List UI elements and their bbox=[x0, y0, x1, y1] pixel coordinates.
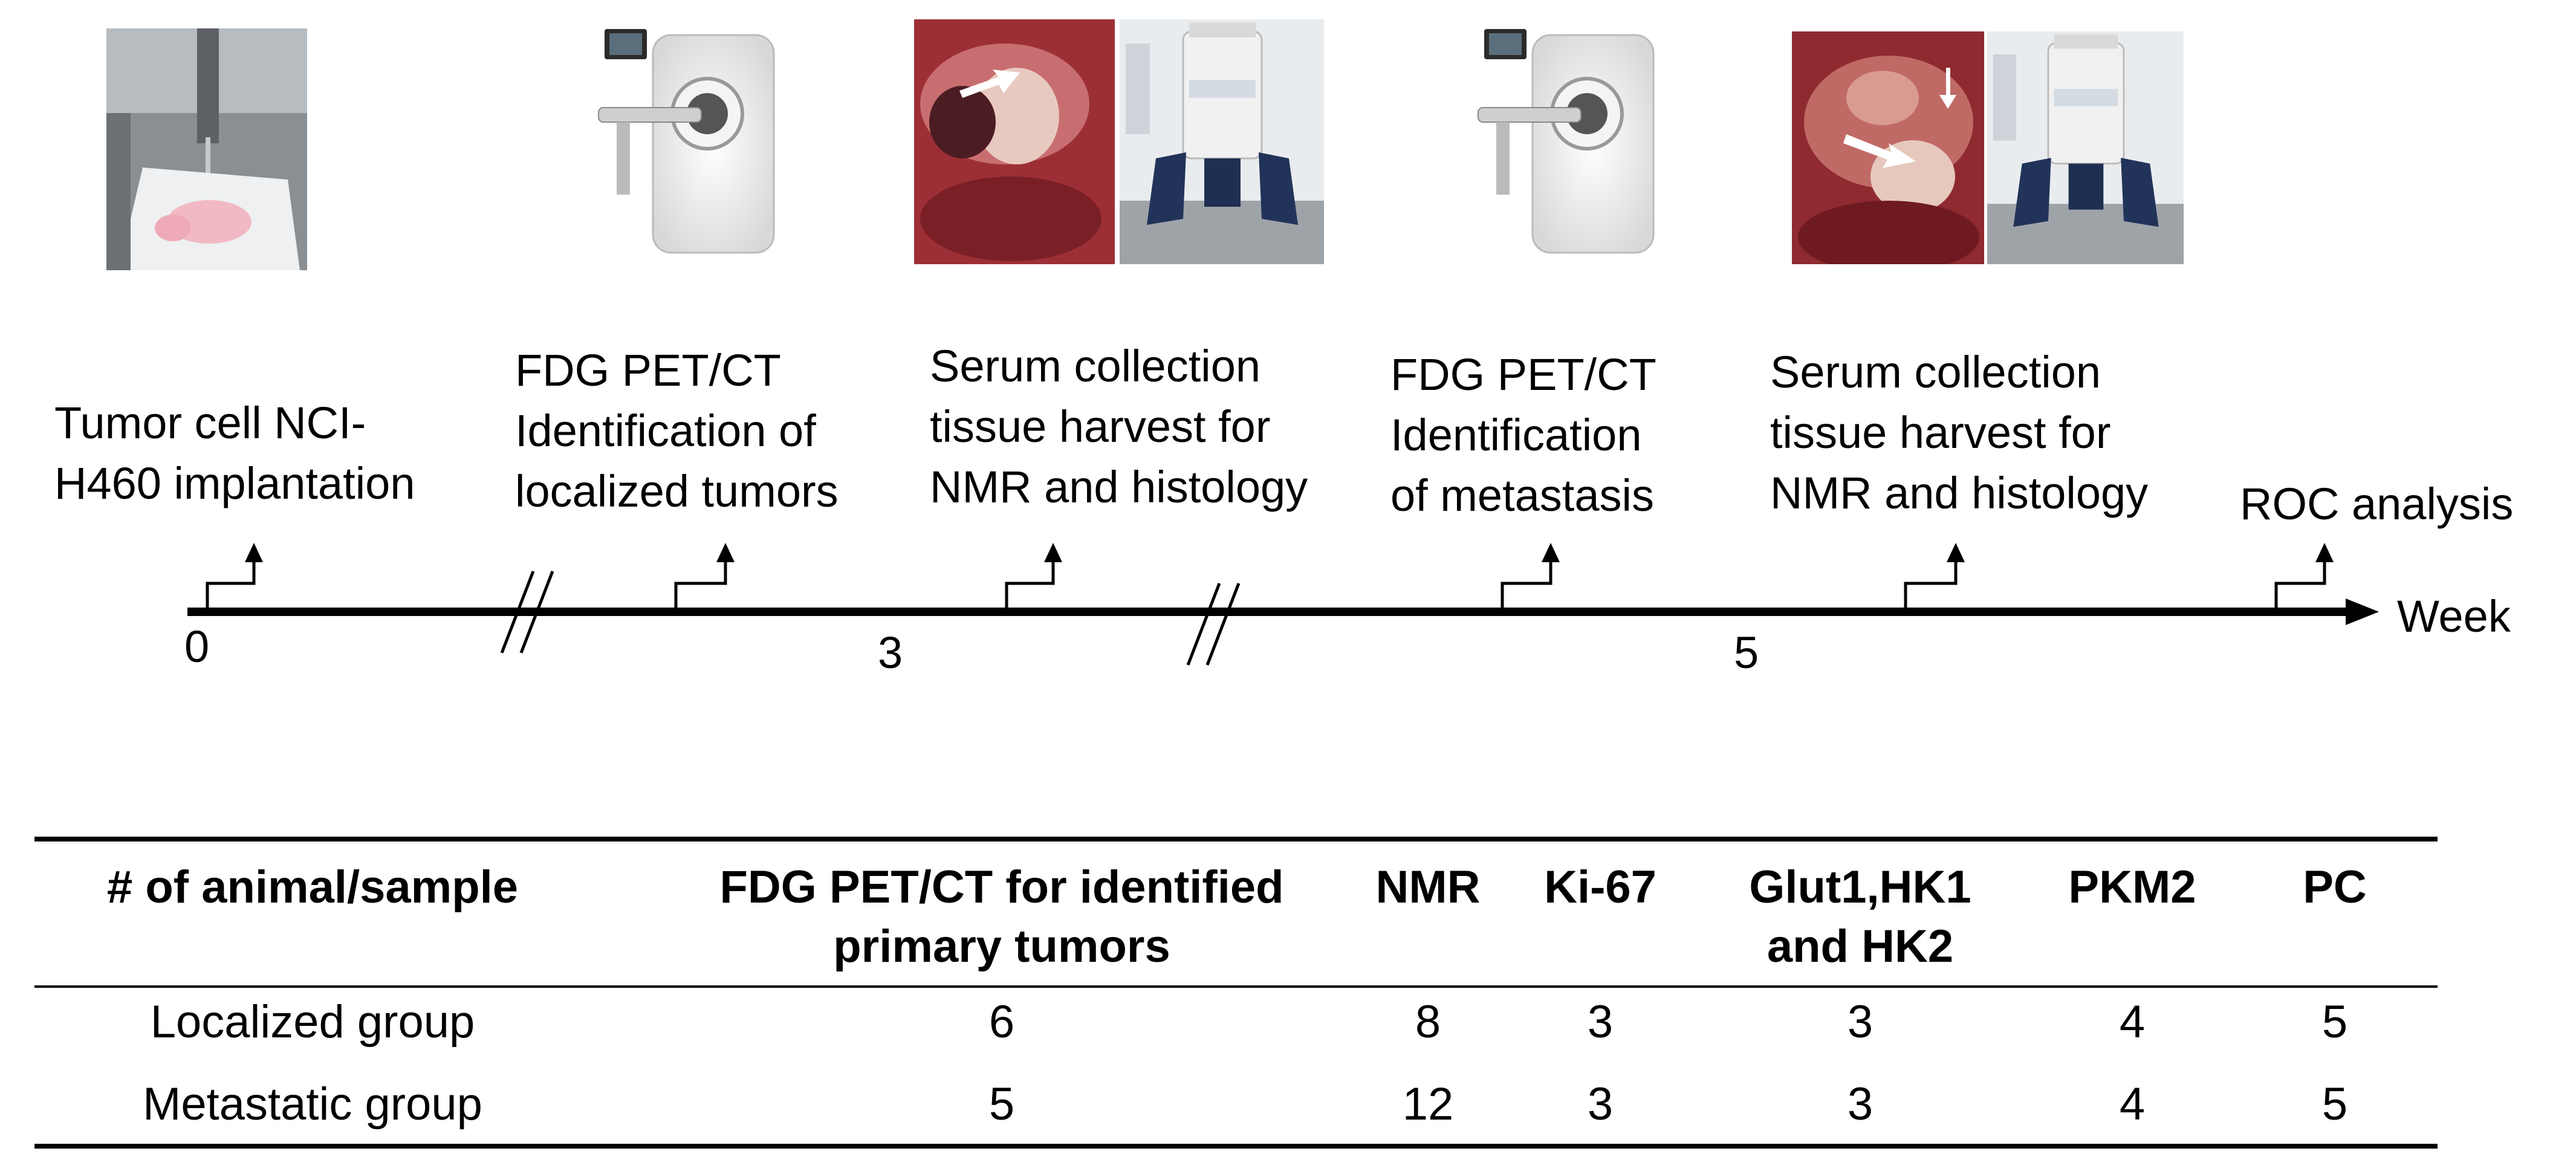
step-marker-harvest-2 bbox=[1904, 559, 1958, 608]
step-label-pet-metastasis: FDG PET/CT Identification of metastasis bbox=[1390, 349, 1656, 521]
table-cell: 5 bbox=[988, 1078, 1015, 1130]
lung-tumor-tissue-photo bbox=[914, 19, 1115, 264]
step-marker-harvest-1 bbox=[1005, 559, 1055, 608]
step-label-pet-localized: FDG PET/CT Identification of localized t… bbox=[515, 345, 839, 516]
tick-label-0: 0 bbox=[184, 621, 210, 672]
step-label-harvest-1: Serum collection tissue harvest for NMR … bbox=[930, 341, 1308, 512]
header-pc: PC bbox=[2303, 861, 2367, 913]
table-cell: 3 bbox=[1847, 996, 1874, 1048]
table-cell: 3 bbox=[1587, 1078, 1614, 1130]
nmr-spectrometer-photo bbox=[1987, 31, 2184, 264]
step-marker-pet-localized bbox=[674, 559, 727, 608]
table-cell: 12 bbox=[1402, 1078, 1454, 1130]
sample-count-table: # of animal/sample FDG PET/CT for identi… bbox=[34, 837, 2438, 1151]
table-row-metastatic-label: Metastatic group bbox=[143, 1078, 482, 1130]
header-nmr: NMR bbox=[1375, 861, 1481, 913]
header-fdg-pet-ct: FDG PET/CT for identified primary tumors bbox=[719, 861, 1284, 972]
step-marker-roc bbox=[2274, 559, 2326, 608]
table-cell: 4 bbox=[2119, 1078, 2146, 1130]
step-label-implantation: Tumor cell NCI- H460 implantation bbox=[54, 398, 415, 508]
step-label-harvest-2: Serum collection tissue harvest for NMR … bbox=[1770, 347, 2149, 518]
table-cell: 3 bbox=[1587, 996, 1614, 1048]
table-cell: 5 bbox=[2321, 996, 2348, 1048]
table-row-localized-label: Localized group bbox=[150, 996, 475, 1048]
axis-break-mark-2 bbox=[1186, 583, 1241, 666]
axis-break-mark-1 bbox=[500, 571, 554, 653]
metastasis-tissue-photo bbox=[1792, 31, 1984, 264]
table-cell: 5 bbox=[2321, 1078, 2348, 1130]
table-top-rule bbox=[34, 837, 2438, 842]
tick-label-5: 5 bbox=[1734, 628, 1759, 678]
pet-ct-scanner-photo bbox=[1460, 17, 1659, 266]
table-cell: 8 bbox=[1415, 996, 1441, 1048]
table-bottom-rule bbox=[34, 1144, 2438, 1149]
header-ki-67: Ki-67 bbox=[1544, 861, 1656, 913]
header-glut1-hk: Glut1,HK1 and HK2 bbox=[1749, 861, 1971, 972]
step-marker-pet-metastasis bbox=[1501, 559, 1552, 608]
mouse-implantation-photo bbox=[106, 28, 307, 270]
timeline-arrowhead bbox=[2346, 598, 2379, 625]
nmr-spectrometer-photo bbox=[1120, 19, 1324, 264]
step-label-roc: ROC analysis bbox=[2240, 479, 2514, 529]
axis-label-week: Week bbox=[2397, 591, 2511, 641]
pet-ct-scanner-photo bbox=[580, 17, 780, 266]
header-pkm2: PKM2 bbox=[2068, 861, 2196, 913]
table-cell: 4 bbox=[2119, 996, 2146, 1048]
tick-label-3: 3 bbox=[878, 628, 903, 678]
table-cell: 6 bbox=[988, 996, 1015, 1048]
table-cell: 3 bbox=[1847, 1078, 1874, 1130]
header-animal-sample: # of animal/sample bbox=[106, 861, 519, 913]
step-marker-implantation bbox=[206, 559, 256, 608]
table-header-rule bbox=[34, 985, 2438, 988]
